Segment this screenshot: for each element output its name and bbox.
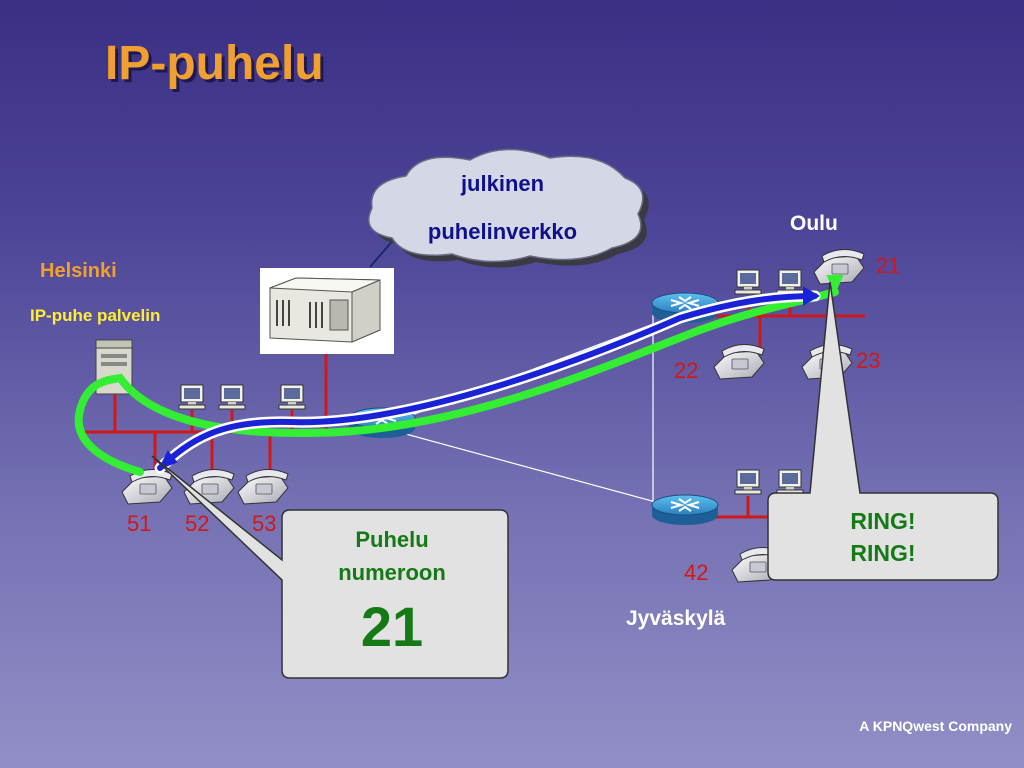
extension-22: 22 bbox=[674, 358, 699, 383]
ring-callout-line2: RING! bbox=[850, 540, 916, 566]
pc-helsinki-3 bbox=[278, 384, 306, 410]
server-label: IP-puhe palvelin bbox=[30, 306, 161, 325]
router-jyvaskyla bbox=[651, 494, 719, 526]
pbx-gateway-image bbox=[260, 268, 394, 354]
cloud-label-line1: julkinen bbox=[460, 171, 545, 196]
phone-22 bbox=[713, 343, 765, 380]
extension-23: 23 bbox=[856, 348, 881, 373]
site-label-oulu: Oulu bbox=[790, 212, 838, 235]
call-callout-number: 21 bbox=[360, 595, 424, 658]
call-callout-line1: Puhelu bbox=[355, 527, 429, 552]
ring-callout-text: RING! RING! bbox=[772, 505, 994, 569]
pc-helsinki-1 bbox=[178, 384, 206, 410]
extension-52: 52 bbox=[185, 511, 210, 536]
cloud-label-line2: puhelinverkko bbox=[427, 219, 578, 244]
slide-title: IP-puhelu bbox=[105, 37, 324, 90]
extension-51: 51 bbox=[127, 511, 152, 536]
phone-51 bbox=[121, 468, 173, 505]
extension-42: 42 bbox=[684, 560, 709, 585]
call-path bbox=[74, 275, 844, 476]
pc-jyvaskyla-2 bbox=[776, 469, 804, 495]
pc-oulu-2 bbox=[776, 269, 804, 295]
pc-jyvaskyla-1 bbox=[734, 469, 762, 495]
pc-helsinki-2 bbox=[218, 384, 246, 410]
ring-callout-line1: RING! bbox=[850, 508, 916, 534]
ring-callout bbox=[767, 281, 999, 581]
public-phone-network-cloud bbox=[368, 148, 649, 268]
pc-oulu-1 bbox=[734, 269, 762, 295]
cloud-label: julkinen puhelinverkko bbox=[380, 160, 625, 256]
footer-company: A KPNQwest Company bbox=[859, 718, 1012, 734]
site-label-jyvaskyla: Jyväskylä bbox=[626, 607, 726, 630]
call-callout-line2: numeroon bbox=[338, 560, 446, 585]
call-number-callout bbox=[151, 455, 509, 679]
phone-53 bbox=[237, 468, 289, 505]
extension-53: 53 bbox=[252, 511, 277, 536]
call-callout-text: Puhelu numeroon bbox=[285, 523, 499, 589]
site-label-helsinki: Helsinki bbox=[40, 260, 117, 282]
extension-21: 21 bbox=[876, 253, 901, 278]
